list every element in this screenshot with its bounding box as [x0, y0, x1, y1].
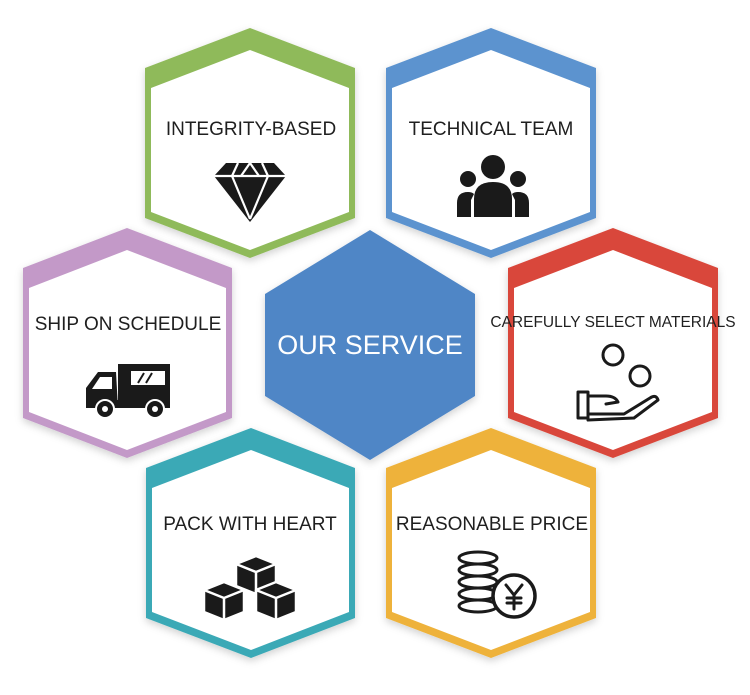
service-number: 06: [112, 252, 140, 280]
boxes-icon: [202, 554, 298, 622]
service-hex-04: 04 REASONABLE PRICE: [386, 428, 596, 658]
truck-icon: [86, 364, 170, 419]
service-title: TECHNICAL TEAM: [409, 119, 574, 140]
center-hexagon: OUR SERVICE: [265, 230, 475, 460]
service-title: INTEGRITY-BASED: [166, 119, 336, 140]
service-title: SHIP ON SCHEDULE: [35, 314, 222, 335]
service-number: 04: [476, 452, 504, 480]
center-label: OUR SERVICE: [277, 330, 463, 360]
service-hex-01: 01 INTEGRITY-BASED: [145, 28, 355, 258]
service-number: 03: [598, 252, 626, 280]
service-number: 05: [236, 452, 264, 480]
service-title: REASONABLE PRICE: [396, 514, 588, 535]
service-hex-02: 02 TECHNICAL TEAM: [386, 28, 596, 258]
service-number: 02: [477, 50, 505, 78]
service-title: CAREFULLY SELECT MATERIALS: [490, 314, 735, 331]
team-icon: [457, 155, 529, 217]
service-hex-03: 03 CAREFULLY SELECT MATERIALS: [490, 228, 736, 458]
diamond-icon: [214, 162, 286, 222]
hand-coins-icon: [576, 343, 660, 422]
service-hex-05: 05 PACK WITH HEART: [146, 428, 355, 658]
service-number: 01: [236, 50, 264, 78]
service-hex-06: 06 SHIP ON SCHEDULE: [23, 228, 232, 458]
coins-yen-icon: [457, 550, 537, 619]
service-title: PACK WITH HEART: [163, 514, 337, 535]
